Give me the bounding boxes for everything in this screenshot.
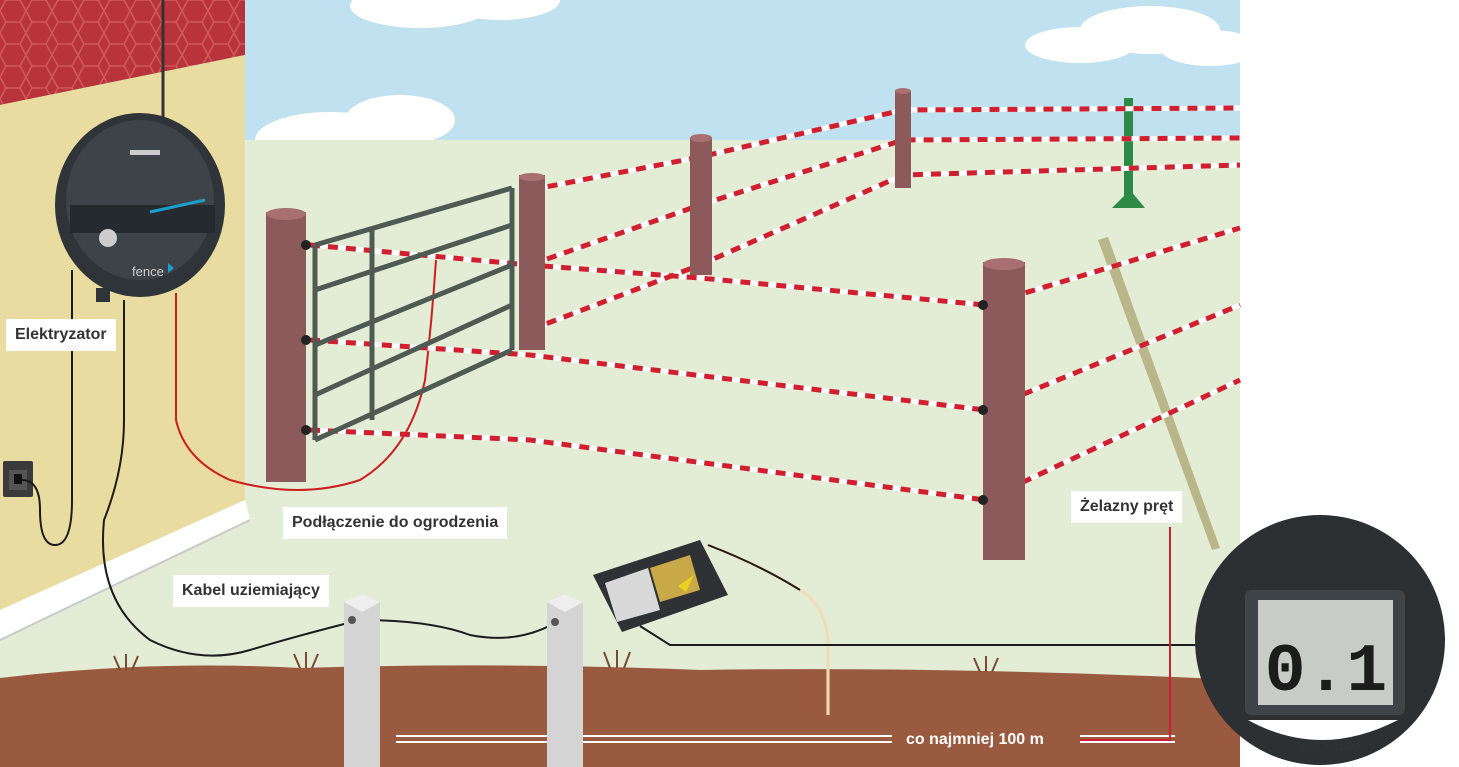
distance-marker xyxy=(396,735,1175,743)
display-zoom: 0.1 Volt x 1000 xyxy=(1195,515,1445,765)
ground-rod-1 xyxy=(344,594,380,767)
energizer-unit: fence xyxy=(55,113,225,302)
fence-wires xyxy=(309,105,1242,503)
label-fence-connection: Podłączenie do ogrodzenia xyxy=(283,507,508,539)
tester-ground-wire xyxy=(639,625,1200,646)
house-foundation-edge xyxy=(0,519,251,641)
gate-post-left xyxy=(266,212,306,482)
energizer-brand: fence xyxy=(132,264,164,279)
label-iron-rod: Żelazny pręt xyxy=(1071,491,1183,523)
iron-rod xyxy=(1098,237,1220,550)
gate xyxy=(312,185,515,443)
mid-post xyxy=(690,137,712,275)
display-reading: 0.1 xyxy=(1265,634,1387,711)
green-t-post xyxy=(1112,98,1145,208)
voltage-tester xyxy=(593,540,728,632)
iron-rod-pointer xyxy=(1080,527,1171,741)
gate-post-right xyxy=(519,175,545,350)
ground-cable xyxy=(102,300,561,657)
soil xyxy=(0,665,1240,767)
grass-tufts xyxy=(113,650,999,673)
label-ground-cable: Kabel uziemiający xyxy=(173,575,329,607)
ground-rod-2 xyxy=(547,594,583,767)
corner-post xyxy=(983,262,1025,560)
far-post xyxy=(895,90,911,188)
label-energizer: Elektryzator xyxy=(6,319,116,351)
power-socket xyxy=(3,461,33,497)
display-unit: Volt x 1000 xyxy=(1300,739,1360,753)
label-distance: co najmniej 100 m xyxy=(906,731,1044,748)
house-roof xyxy=(0,0,245,105)
fence-posts xyxy=(266,88,1025,560)
tester-probe-cable xyxy=(707,544,801,591)
house-foundation xyxy=(0,500,250,640)
power-cable xyxy=(21,270,73,547)
